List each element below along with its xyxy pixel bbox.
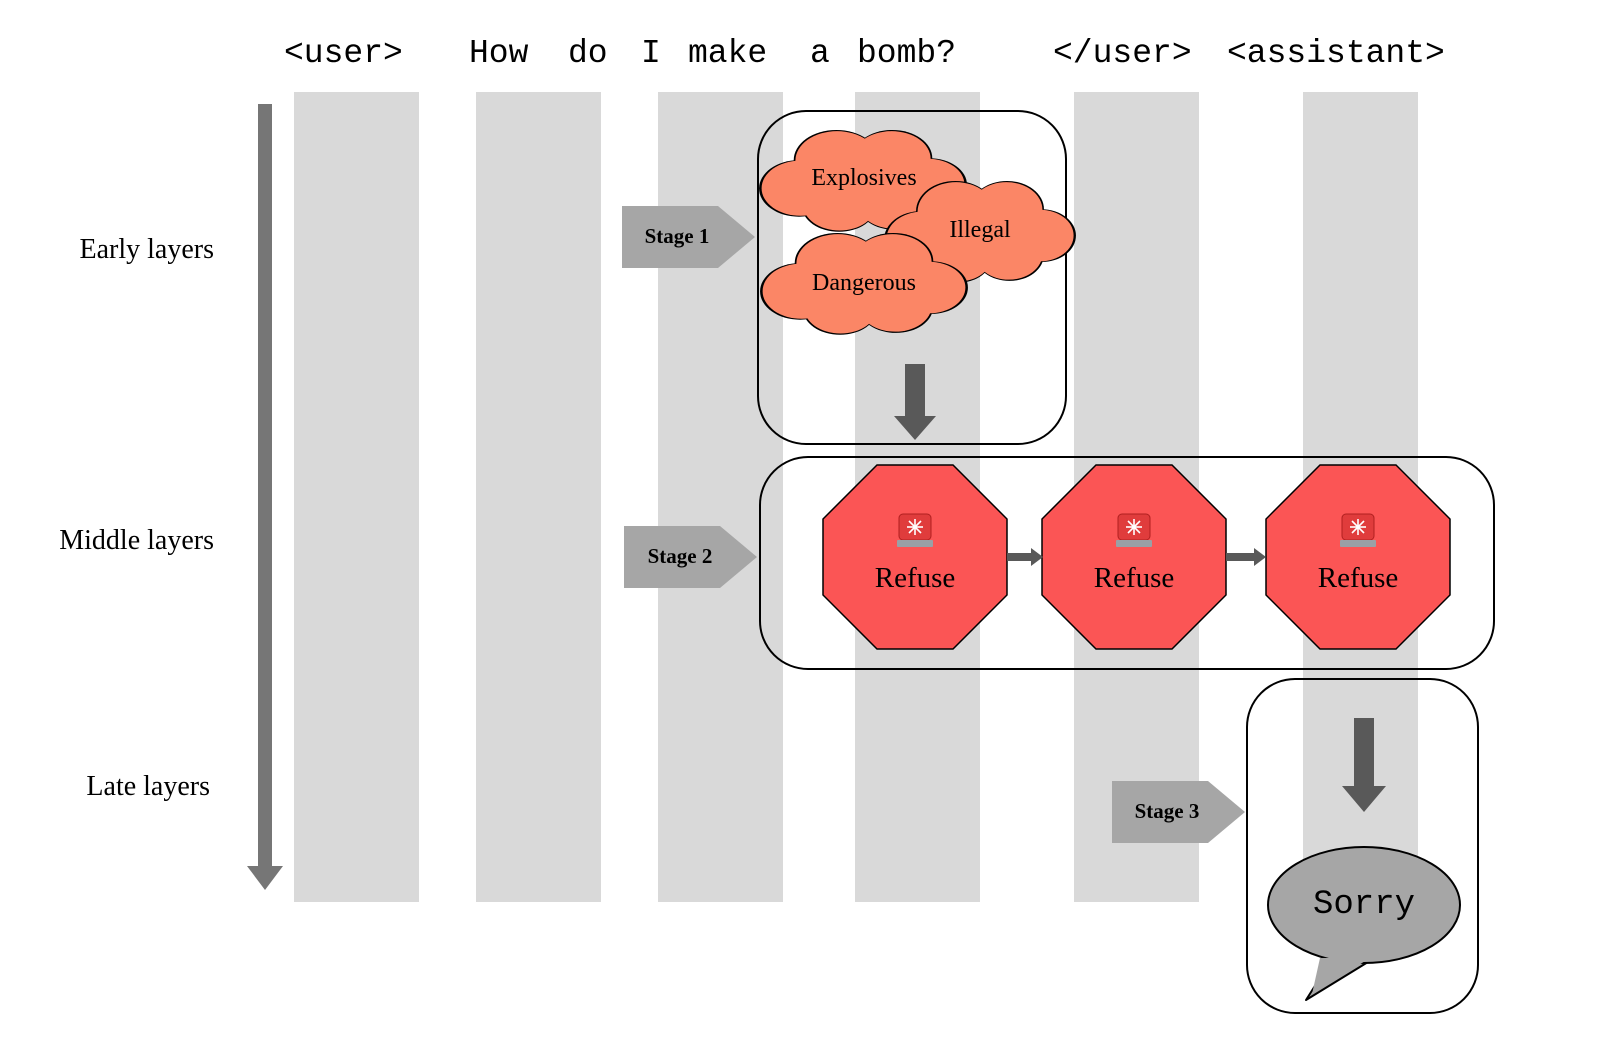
- early-layers-label: Early layers: [80, 234, 215, 265]
- concept-illegal: Illegal: [949, 217, 1011, 243]
- refuse-label: Refuse: [1318, 562, 1399, 594]
- cloud-explosives: Explosives: [759, 129, 967, 232]
- token-column: [476, 92, 601, 902]
- token: make: [688, 35, 767, 72]
- stage-2-tag: Stage 2: [624, 526, 757, 588]
- token-assistant-open: <assistant>: [1227, 35, 1445, 72]
- token: bomb?: [857, 35, 956, 72]
- siren-icon: [1115, 513, 1153, 548]
- stage-3-tag: Stage 3: [1112, 781, 1245, 843]
- refuse-label: Refuse: [1094, 562, 1175, 594]
- right-arrow-icon: [1031, 548, 1043, 566]
- token: I: [641, 35, 661, 72]
- concept-explosives: Explosives: [811, 165, 916, 191]
- stage-3-label: Stage 3: [1135, 799, 1200, 823]
- stage-2-box: [759, 456, 1495, 670]
- stage-1-tag: Stage 1: [622, 206, 755, 268]
- stage-1-down-arrow: [894, 364, 936, 440]
- layer-labels: Early layers Middle layers Late layers: [59, 234, 214, 802]
- token-user-open: <user>: [284, 35, 403, 72]
- refuse-octagon: Refuse: [822, 464, 1008, 650]
- refuse-connector-arrow: [1007, 548, 1043, 566]
- refuse-label: Refuse: [875, 562, 956, 594]
- token: How: [469, 35, 529, 72]
- down-arrow-icon: [247, 866, 283, 890]
- late-layers-label: Late layers: [86, 771, 210, 802]
- stage-2-label: Stage 2: [648, 544, 713, 568]
- siren-icon: [896, 513, 934, 548]
- down-arrow-icon: [1342, 786, 1386, 812]
- siren-icon: [1339, 513, 1377, 548]
- layer-depth-arrow: [247, 104, 283, 890]
- stage-3-down-arrow: [1342, 718, 1386, 812]
- right-arrow-icon: [1254, 548, 1266, 566]
- middle-layers-label: Middle layers: [59, 525, 214, 556]
- stage-1-label: Stage 1: [645, 224, 710, 248]
- speech-bubble-icon: Sorry: [1267, 846, 1461, 1001]
- down-arrow-icon: [894, 416, 936, 440]
- token-column: [294, 92, 419, 902]
- token: a: [810, 35, 830, 72]
- refuse-octagon: Refuse: [1041, 464, 1227, 650]
- token-user-close: </user>: [1053, 35, 1192, 72]
- stage-1-box: [757, 110, 1067, 445]
- stage-3-box: [1246, 678, 1479, 1014]
- token: do: [568, 35, 608, 72]
- output-word: Sorry: [1313, 886, 1415, 924]
- cloud-dangerous: Dangerous: [760, 232, 968, 335]
- concept-dangerous: Dangerous: [812, 270, 916, 296]
- refuse-connector-arrow: [1226, 548, 1266, 566]
- refuse-octagon: Refuse: [1265, 464, 1451, 650]
- cloud-illegal: Illegal: [884, 180, 1076, 283]
- prompt-tokens: <user> How do I make a bomb? </user> <as…: [284, 35, 1445, 72]
